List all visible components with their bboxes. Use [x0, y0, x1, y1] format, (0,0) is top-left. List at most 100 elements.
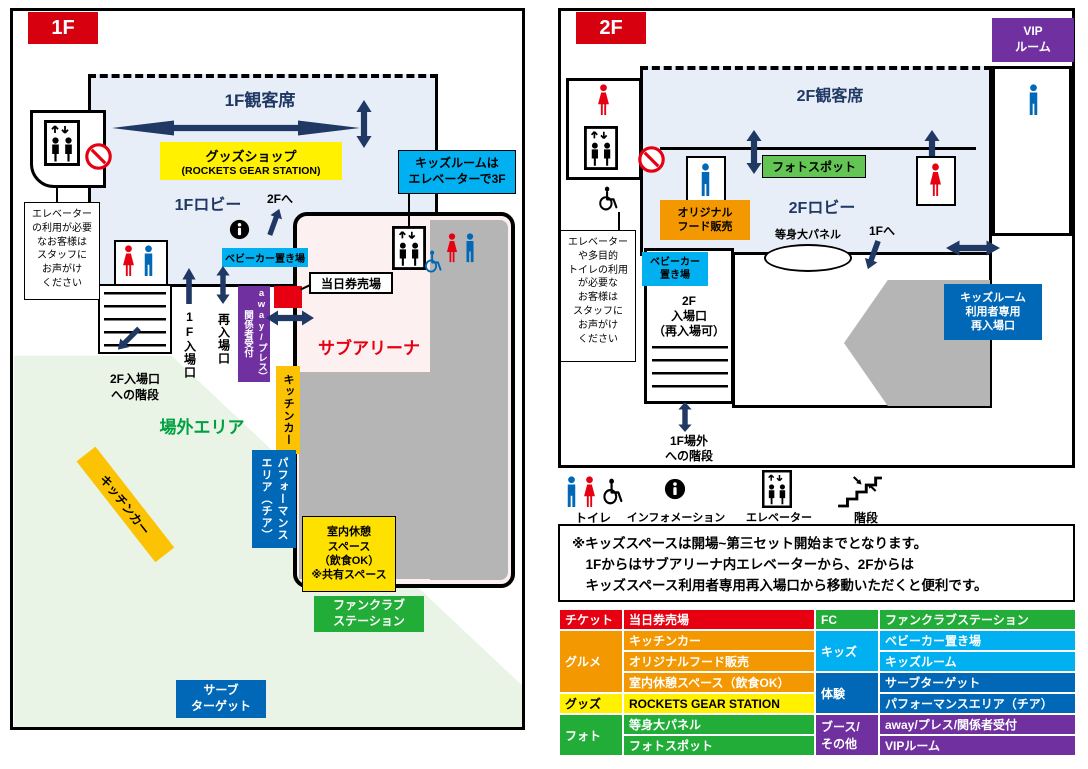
cat-kids-value: キッズルーム: [878, 650, 1077, 673]
floor2-elevator-note: エレベーター や多目的 トイレの利用 が必要な お客様は スタッフに お声がけ …: [560, 230, 636, 362]
reentry-gate-label: 再入場口: [216, 313, 231, 365]
stairs-to-2f-label: 2F入場口 への階段: [109, 372, 160, 402]
legend-toilet-label: トイレ: [574, 510, 611, 525]
floor2-stroller-label: ベビーカー 置き場: [642, 252, 708, 286]
floor1-restroom-box: [114, 240, 168, 286]
notice-line: キッズスペース利用者専用再入場口から移動いただくと便利です。: [572, 577, 988, 593]
goods-shop-label: グッズショップ: [205, 148, 297, 164]
original-food-box: オリジナル フード販売: [660, 200, 750, 240]
floor2-lobby-label: 2Fロビー: [788, 200, 856, 217]
wheelchair-icon: [601, 478, 623, 506]
photo-spot-box: フォトスポット: [762, 155, 866, 178]
to-2f-label: 2Fへ: [266, 191, 293, 206]
kids-reentry-box: キッズルーム 利用者専用 再入場口: [944, 284, 1042, 340]
cat-gourmet-value: 室内休憩スペース（飲食OK）: [622, 671, 816, 694]
legend-information-label: インフォメーション: [626, 512, 726, 524]
cat-gourmet-value: オリジナルフード販売: [622, 650, 816, 673]
cat-gourmet-label: グルメ: [558, 629, 624, 694]
cat-photo-value: フォトスポット: [622, 734, 816, 757]
floor1-subarena-court-right: [430, 220, 508, 580]
notice-line: ※キッズスペースは開場~第三セット開始までとなります。: [572, 536, 928, 551]
cat-goods-value: ROCKETS GEAR STATION: [622, 692, 816, 715]
wheelchair-icon: [597, 186, 618, 212]
ticket-booth-label-box: 当日券売場: [309, 272, 393, 294]
stairs-icon: [836, 474, 884, 508]
leader-line: [408, 194, 410, 228]
serve-target-box: サーブ ターゲット: [176, 680, 266, 718]
information-icon: [664, 478, 686, 500]
goods-shop-box: グッズショップ (ROCKETS GEAR STATION): [160, 142, 342, 180]
floor1-spectator-label: 1F観客席: [224, 90, 296, 110]
woman-restroom-icon: [445, 233, 459, 263]
ticket-booth-marker: [274, 286, 302, 308]
cat-kids-value: ベビーカー置き場: [878, 629, 1077, 652]
elevator-icon: [762, 470, 792, 508]
man-restroom-icon: [564, 476, 579, 508]
cat-taiken-value: パフォーマンスエリア（チア）: [878, 692, 1077, 715]
floor1-stroller-label: ベビーカー置き場: [222, 248, 308, 267]
cat-photo-label: フォト: [558, 713, 624, 757]
up-arrow-icon: [182, 268, 196, 304]
man-restroom-icon: [463, 233, 477, 263]
double-arrow-icon: [266, 310, 314, 326]
outside-area-label: 場外エリア: [159, 417, 245, 437]
floor2-stairs-steps: [652, 346, 728, 396]
cat-taiken-label: 体験: [814, 671, 880, 715]
double-arrow-icon: [356, 100, 372, 148]
cat-gourmet-value: キッチンカー: [622, 629, 816, 652]
leader-line: [56, 188, 58, 202]
floor1-entrance-label: 1F入場口: [182, 309, 197, 379]
kids-room-note-box: キッズルームは エレベーターで3F: [398, 150, 516, 194]
rest-space-box: 室内休憩 スペース （飲食OK） ※共有スペース: [302, 516, 396, 592]
wheelchair-icon: [423, 250, 442, 274]
fanclub-station-box: ファンクラブ ステーション: [314, 596, 424, 632]
man-restroom-icon: [1026, 84, 1041, 116]
floor1-title: 1F: [28, 12, 98, 44]
woman-restroom-icon: [596, 84, 611, 116]
life-size-panel-label: 等身大パネル: [775, 229, 841, 241]
man-restroom-icon: [141, 245, 156, 277]
goods-shop-sublabel: (ROCKETS GEAR STATION): [181, 164, 321, 177]
floor2-spectator-label: 2F観客席: [796, 88, 864, 105]
double-arrow-icon: [946, 240, 1000, 256]
leader-line: [618, 212, 620, 232]
vip-room-box: VIP ルーム: [992, 18, 1074, 62]
woman-restroom-icon: [582, 476, 597, 508]
to-1f-label: 1Fへ: [868, 223, 895, 238]
subarena-label: サブアリーナ: [318, 338, 420, 358]
category-legend-table: チケット 当日券売場 FC ファンクラブステーション グルメ キッチンカー キッ…: [558, 608, 1077, 757]
elevator-icon: [584, 126, 618, 170]
cat-booth-value: away/プレス/関係者受付: [878, 713, 1077, 736]
double-arrow-icon: [746, 130, 762, 174]
woman-restroom-icon: [121, 245, 136, 277]
cat-fc-label: FC: [814, 608, 880, 631]
notice-line: 1Fからはサブアリーナ内エレベーターから、2Fからは: [572, 556, 915, 572]
man-restroom-icon: [698, 163, 713, 197]
elevator-icon: [392, 226, 426, 270]
away-press-reception-box: away/プレス） 関係者受付: [238, 286, 270, 382]
floor2-title: 2F: [576, 12, 646, 44]
lobby-divider-line: [660, 147, 976, 150]
no-entry-icon: [85, 143, 112, 170]
cat-kids-label: キッズ: [814, 629, 880, 673]
legend-stairs-label: 階段: [853, 510, 878, 525]
double-arrow-icon: [216, 266, 230, 304]
legend-elevator-label: エレベーター: [746, 512, 812, 524]
cat-goods-label: グッズ: [558, 692, 624, 715]
life-size-panel-spot: [764, 244, 852, 272]
kitchen-car-vertical-box: キッチンカー: [276, 366, 300, 454]
elevator-icon: [44, 120, 80, 166]
woman-restroom-icon: [928, 163, 943, 197]
cat-booth-value: VIPルーム: [878, 734, 1077, 757]
kids-space-notice-box: ※キッズスペースは開場~第三セット開始までとなります。 1Fからはサブアリーナ内…: [558, 524, 1075, 602]
cat-ticket-value: 当日券売場: [622, 608, 816, 631]
double-arrow-icon: [678, 402, 692, 432]
cat-booth-label: ブース/ その他: [814, 713, 880, 757]
double-arrow-icon: [112, 120, 360, 136]
performance-area-box: パフォーマンス エリア（チア）: [252, 450, 296, 548]
floor2-entrance-label: 2F 入場口 （再入場可）: [652, 293, 725, 338]
floor1-lobby-label: 1Fロビー: [174, 197, 242, 214]
floor1-stairs-steps: [104, 292, 166, 348]
cat-fc-value: ファンクラブステーション: [878, 608, 1077, 631]
